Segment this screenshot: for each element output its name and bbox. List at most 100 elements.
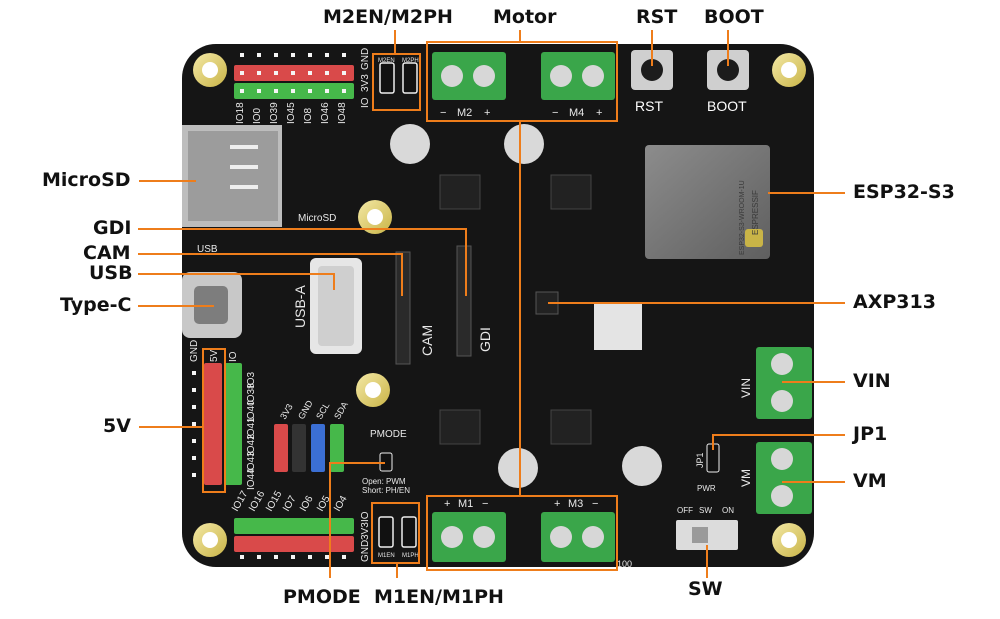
top-pin-label: IO18: [235, 102, 246, 124]
left-pin-label: IO38: [246, 383, 257, 405]
callout-gdi: GDI: [93, 217, 132, 239]
bottom-side-label: GND: [360, 540, 371, 562]
callout-vin: VIN: [853, 370, 891, 392]
cam-silk: CAM: [419, 325, 435, 356]
motor-terminals-top: − M2 + − M4 +: [432, 52, 615, 119]
power-switch[interactable]: PWR OFF SW ON: [676, 484, 738, 550]
top-side-label: 3V3: [360, 74, 371, 92]
callout-m2en-m2ph: M2EN/M2PH: [323, 6, 453, 28]
module-brand: ESPRESSIF: [751, 190, 760, 235]
top-pin-header: [234, 53, 354, 99]
callout-rst: RST: [636, 6, 678, 28]
top-pin-label: IO46: [320, 102, 331, 124]
top-pin-label: IO45: [286, 102, 297, 124]
cam-connector: CAM: [395, 251, 435, 365]
callout-motor: Motor: [493, 6, 557, 28]
rst-silk: RST: [635, 98, 663, 114]
left-pin-label: IO43: [246, 451, 257, 473]
capacitors: [390, 124, 662, 488]
callout-jp1: JP1: [853, 423, 888, 445]
m2en-silk: M2EN: [378, 58, 395, 64]
callout-usb: USB: [89, 262, 133, 284]
m1ph-silk: M1PH: [402, 553, 419, 559]
rst-button[interactable]: RST: [631, 50, 673, 114]
callout-5v: 5V: [103, 415, 131, 437]
boot-silk: BOOT: [707, 98, 747, 114]
callout-axp313: AXP313: [853, 291, 936, 313]
left-pin-header: GND 5V IO: [189, 340, 242, 485]
pmode-jumper: PMODE Open: PWM Short: PH/EN: [362, 429, 410, 495]
bottom-side-label: IO: [360, 511, 371, 522]
off-silk: OFF: [677, 506, 693, 515]
m1-jumpers: M1EN M1PH: [378, 516, 419, 559]
boot-button[interactable]: BOOT: [707, 50, 749, 114]
m1-minus: −: [482, 498, 488, 510]
pmode-note-1: Open: PWM: [362, 477, 406, 486]
jp1-silk: JP1: [695, 452, 705, 468]
m1-silk: M1: [458, 498, 473, 510]
left-pin-label: IO42: [246, 434, 257, 456]
m2ph-silk: M2PH: [402, 58, 419, 64]
m2-plus: +: [484, 107, 490, 119]
callout-m1en-m1ph: M1EN/M1PH: [374, 586, 504, 608]
usb-a-silk: USB-A: [292, 285, 308, 328]
top-side-label: GND: [360, 48, 371, 70]
m4-minus: −: [552, 107, 558, 119]
n100-silk: 100: [617, 559, 632, 569]
pmode-note-2: Short: PH/EN: [362, 486, 410, 495]
left-head-label: IO: [228, 351, 239, 362]
callout-sw: SW: [688, 578, 723, 600]
top-side-label: IO: [360, 97, 371, 108]
callout-boot: BOOT: [704, 6, 764, 28]
callout-microsd: MicroSD: [42, 169, 131, 191]
bottom-side-label: 3V3: [360, 522, 371, 540]
m2-silk: M2: [457, 107, 472, 119]
callout-lines: [138, 30, 845, 578]
left-pin-label: IO41: [246, 417, 257, 439]
m3-minus: −: [592, 498, 598, 510]
callout-type-c: Type-C: [60, 294, 132, 316]
vin-silk: VIN: [739, 378, 753, 398]
top-pin-label: IO48: [337, 102, 348, 124]
mounting-holes: [193, 53, 806, 557]
module-name: ESP32-S3-WROOM-1U: [739, 180, 746, 255]
usb-silk: USB: [197, 244, 218, 255]
top-pin-label: IO0: [252, 107, 263, 124]
top-pin-label: IO8: [303, 107, 314, 124]
white-pad: [594, 302, 642, 350]
top-pin-label: IO39: [269, 102, 280, 124]
microsd-silk: MicroSD: [298, 213, 336, 224]
esp32-module: ESPRESSIF ESP32-S3-WROOM-1U: [645, 145, 770, 259]
m2-jumpers: M2EN M2PH: [378, 58, 419, 94]
usb-a-connector: USB-A: [292, 258, 362, 354]
vm-silk: VM: [739, 469, 753, 487]
vm-terminal: VM: [739, 442, 812, 514]
gdi-connector: GDI: [456, 245, 493, 357]
pwr-silk: PWR: [697, 484, 716, 493]
left-pin-label: IO40: [246, 400, 257, 422]
left-pin-label: IO3: [246, 371, 257, 388]
callout-vm: VM: [853, 470, 887, 492]
on-silk: ON: [722, 506, 734, 515]
left-head-label: GND: [189, 340, 200, 362]
m3-plus: +: [554, 498, 560, 510]
left-head-label: 5V: [209, 349, 220, 362]
m1en-silk: M1EN: [378, 553, 395, 559]
callout-pmode: PMODE: [283, 586, 361, 608]
bottom-pin-header: [234, 518, 354, 559]
top-pin-labels: IO18 IO0 IO39 IO45 IO8 IO46 IO48 GND 3V3…: [235, 48, 371, 124]
sw-silk: SW: [699, 506, 712, 515]
driver-chips: [439, 174, 592, 445]
gdi-silk: GDI: [477, 327, 493, 352]
pmode-silk: PMODE: [370, 429, 407, 440]
microsd-slot: MicroSD: [182, 125, 336, 227]
callout-esp32-s3: ESP32-S3: [853, 181, 955, 203]
left-pin-label: IO44: [246, 468, 257, 490]
m3-silk: M3: [568, 498, 583, 510]
motor-terminals-bottom: + M1 − + M3 − 100: [432, 498, 632, 569]
m4-silk: M4: [569, 107, 584, 119]
left-pin-labels: IO3 IO38 IO40 IO41 IO42 IO43 IO44: [246, 371, 257, 490]
callout-cam: CAM: [83, 242, 131, 264]
m2-minus: −: [440, 107, 446, 119]
m4-plus: +: [596, 107, 602, 119]
